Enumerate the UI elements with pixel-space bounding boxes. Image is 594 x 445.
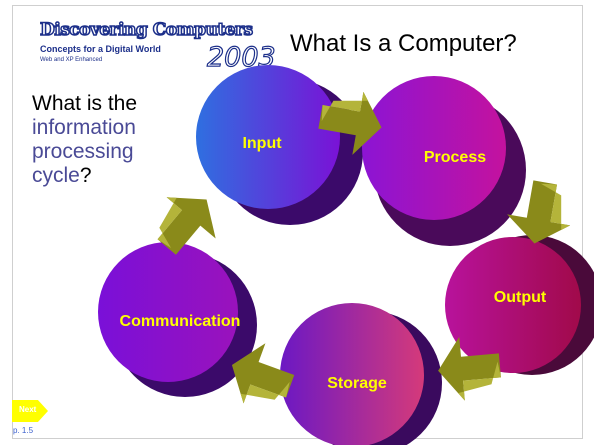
arrow-process-to-output-icon [507,180,571,244]
logo-brand: Discovering Computers [40,20,253,40]
input-disc [196,65,340,209]
next-label: Next [19,405,37,414]
stage-label-output: Output [494,289,547,306]
stage-label-process: Process [424,149,486,166]
question-part1: What is the [32,92,138,115]
logo-edition-note: Web and XP Enhanced [40,57,102,63]
storage-disc [280,303,424,445]
output-disc [445,237,581,373]
question-part2: ? [79,164,92,187]
next-arrow-icon [12,400,48,422]
question-highlight: information processing cycle [32,116,136,187]
page-reference: p. 1.5 [13,426,34,435]
slide-title: What Is a Computer? [290,30,517,57]
next-button[interactable]: Next [12,400,48,422]
arrow-input-to-process-icon [318,91,382,155]
communication-disc [98,242,238,382]
logo-subtitle: Concepts for a Digital World [40,44,161,54]
arrow-storage-to-communication-icon [231,343,295,404]
stage-label-storage: Storage [327,375,387,392]
stage-label-communication: Communication [120,313,241,330]
arrow-output-to-storage-icon [438,336,501,401]
process-disc [362,76,506,220]
arrow-communication-to-input-icon [157,197,216,255]
question-text: What is the information processing cycle… [32,92,182,188]
slide-frame [12,5,583,439]
stage-label-input: Input [242,135,282,152]
